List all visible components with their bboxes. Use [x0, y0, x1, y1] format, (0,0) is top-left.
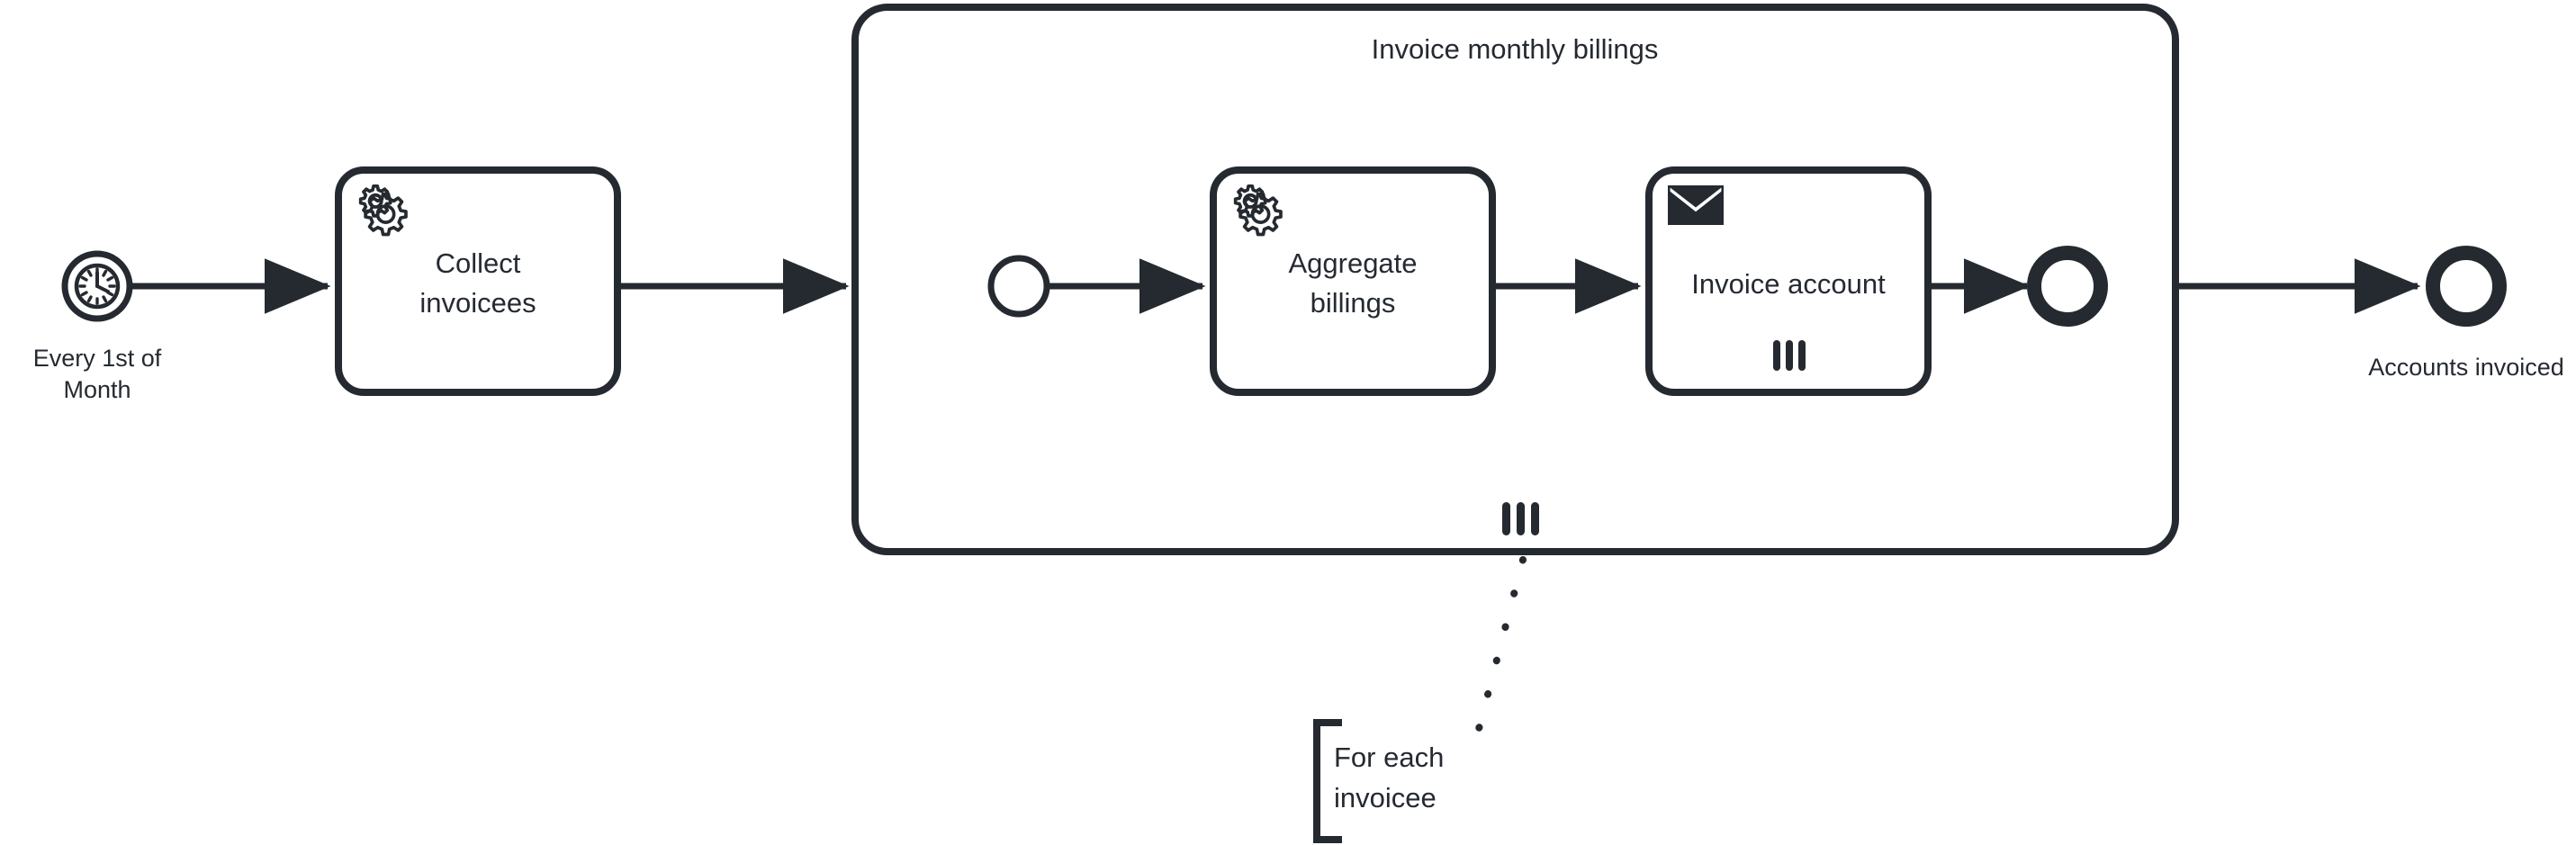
timer-start-event-label-line2: Month — [63, 376, 131, 403]
gears-icon — [1233, 184, 1283, 237]
subprocess-border[interactable] — [851, 4, 2179, 555]
invoice-account-box[interactable] — [1645, 166, 1932, 396]
aggregate-billings-box[interactable] — [1210, 166, 1496, 396]
end-event-outer-circle[interactable] — [2426, 246, 2507, 327]
end-event-label: Accounts invoiced — [2368, 354, 2564, 381]
aggregate-billings-label-line2: billings — [1311, 287, 1396, 319]
start-event-inner-circle[interactable] — [987, 255, 1050, 318]
clock-icon-hands — [95, 271, 110, 293]
service-task-aggregate-billings[interactable]: Aggregate billings — [1210, 166, 1496, 396]
subprocess-title: Invoice monthly billings — [1372, 33, 1659, 65]
start-event-inner[interactable] — [987, 255, 1050, 318]
timer-start-event-label-line1: Every 1st of — [33, 345, 162, 372]
envelope-icon — [1668, 185, 1724, 225]
end-event-accounts-invoiced[interactable]: Accounts invoiced — [2368, 246, 2564, 381]
collect-invoicees-label-line1: Collect — [436, 247, 521, 279]
subprocess-invoice-monthly-billings[interactable]: Invoice monthly billings — [851, 4, 2179, 555]
invoice-account-multi-instance-marker — [1773, 340, 1806, 371]
annotation-line2: invoicee — [1334, 782, 1437, 814]
send-task-invoice-account[interactable]: Invoice account — [1645, 166, 1932, 396]
aggregate-billings-label-line1: Aggregate — [1288, 247, 1417, 279]
collect-invoicees-label-line2: invoicees — [419, 287, 536, 319]
text-annotation-for-each-invoicee[interactable]: For each invoicee — [1313, 719, 1444, 843]
gears-icon — [358, 184, 408, 237]
end-event-inner[interactable] — [2027, 246, 2108, 327]
clock-icon — [74, 263, 121, 310]
end-event-inner-circle[interactable] — [2027, 246, 2108, 327]
timer-start-event[interactable]: Every 1st of Month — [33, 250, 162, 403]
annotation-bracket — [1313, 719, 1342, 843]
invoice-account-label: Invoice account — [1691, 268, 1886, 300]
subprocess-multi-instance-marker — [1502, 502, 1539, 535]
annotation-line1: For each — [1334, 742, 1444, 773]
collect-invoicees-box[interactable] — [335, 166, 621, 396]
service-task-collect-invoicees[interactable]: Collect invoicees — [335, 166, 621, 396]
association-to-annotation — [1475, 556, 1527, 733]
